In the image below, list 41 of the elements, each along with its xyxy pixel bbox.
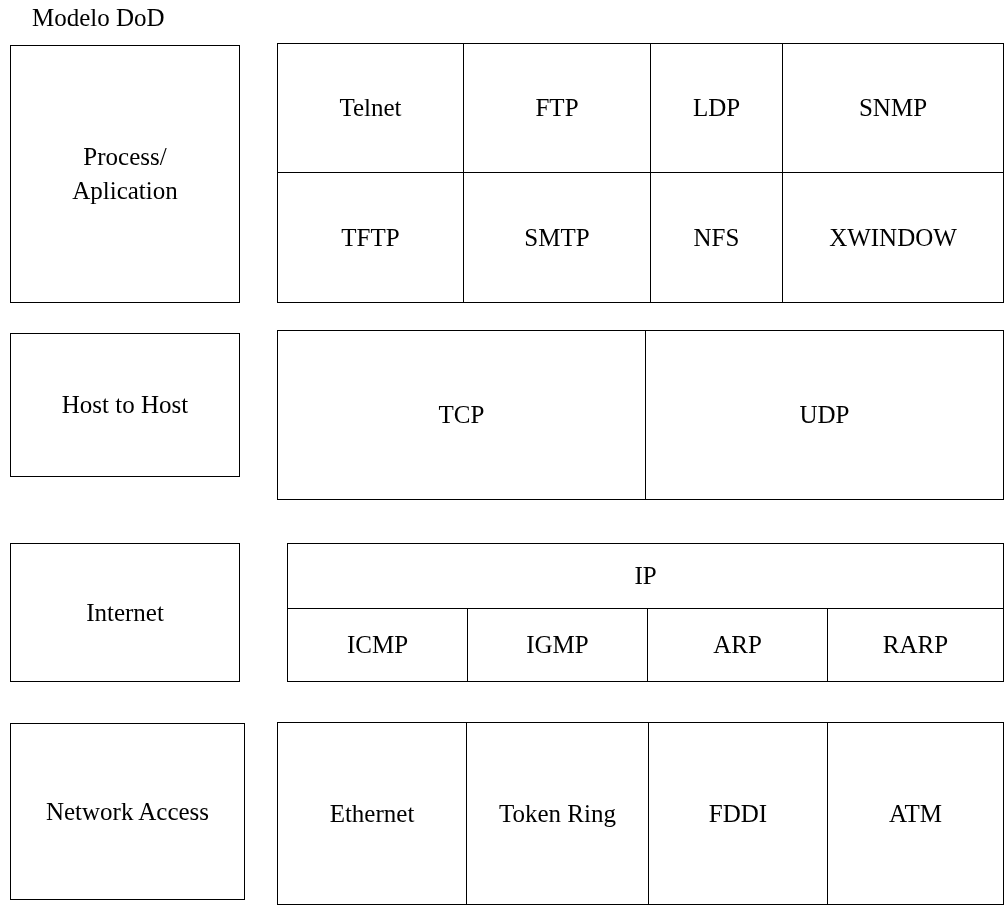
protocol-name: SNMP: [858, 93, 928, 123]
protocol-name: RARP: [882, 630, 949, 660]
protocol-name: UDP: [799, 400, 850, 430]
layer-name: Network Access: [44, 796, 211, 827]
protocol-name: Telnet: [339, 93, 402, 123]
protocol-name: LDP: [692, 93, 741, 123]
protocol-name: Token Ring: [499, 798, 616, 829]
layer-box: [10, 333, 240, 477]
protocol-name: ARP: [713, 630, 762, 660]
protocol-name: SMTP: [524, 222, 590, 253]
protocol-name: FTP: [535, 93, 579, 123]
protocol-name: IP: [634, 561, 657, 591]
protocol-name: NFS: [693, 222, 740, 253]
layer-box: [10, 723, 245, 900]
protocol-name: TCP: [438, 400, 485, 430]
protocol-name: ATM: [889, 798, 942, 829]
protocol-name: IGMP: [526, 630, 589, 660]
protocol-cell: [277, 43, 464, 173]
protocol-name: Ethernet: [329, 798, 415, 829]
protocol-cell: [645, 330, 1004, 500]
layer-name: Internet: [85, 597, 165, 628]
protocol-cell: [827, 722, 1004, 905]
protocol-cell: [277, 722, 467, 905]
protocol-cell: [466, 722, 649, 905]
layer-name: Host to Host: [60, 390, 190, 420]
protocol-name: FDDI: [708, 798, 768, 829]
protocol-name: ICMP: [346, 630, 409, 660]
protocol-name: TFTP: [341, 222, 400, 253]
protocol-cell: [277, 330, 646, 500]
protocol-cell: [782, 172, 1004, 303]
layer-name: Process/ Aplication: [71, 142, 179, 206]
protocol-name: XWINDOW: [829, 222, 957, 253]
protocol-cell: [287, 608, 468, 682]
protocol-cell: [782, 43, 1004, 173]
layer-box: [10, 543, 240, 682]
protocol-cell: [648, 722, 828, 905]
protocol-cell: [287, 543, 1004, 609]
protocol-cell: [827, 608, 1004, 682]
protocol-cell: [277, 172, 464, 303]
diagram-title: Modelo DoD: [32, 4, 165, 32]
layer-box: [10, 45, 240, 303]
